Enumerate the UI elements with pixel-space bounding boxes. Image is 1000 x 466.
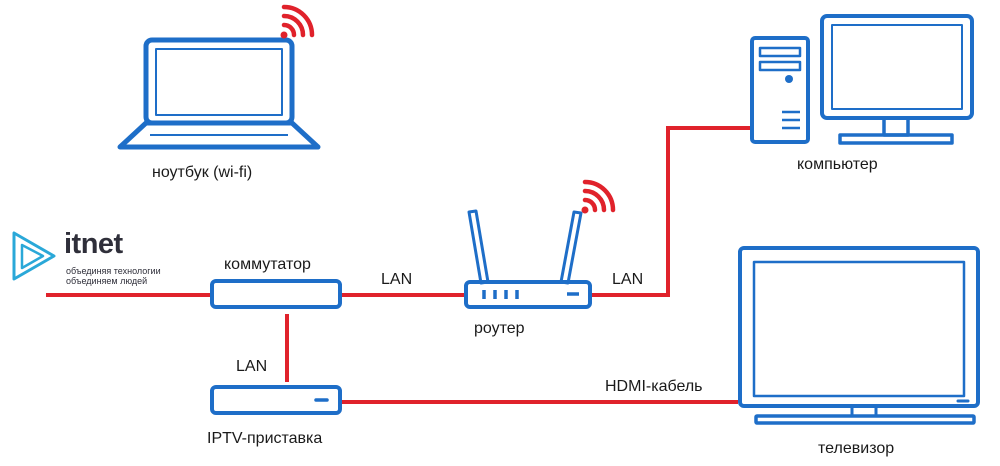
pc-monitor-inner xyxy=(831,24,963,110)
link-label-iptv-tv: HDMI-кабель xyxy=(605,378,703,395)
tv-stand xyxy=(754,414,976,425)
cables xyxy=(46,126,752,404)
laptop-base xyxy=(117,120,321,150)
logo-inner-mark xyxy=(20,243,45,270)
cable-router-computer xyxy=(592,126,752,297)
pc-monitor xyxy=(820,14,974,120)
router-label: роутер xyxy=(474,320,525,337)
itnet-logo xyxy=(12,231,56,281)
laptop-wifi-arc-2 xyxy=(281,13,306,38)
brand-name: itnet xyxy=(64,228,123,260)
switch-body xyxy=(210,279,342,309)
switch-label: коммутатор xyxy=(224,256,311,273)
laptop-wifi-dot xyxy=(280,31,288,39)
iptv-body xyxy=(210,385,342,415)
laptop-icon xyxy=(117,37,321,150)
router-wifi-dot xyxy=(581,206,589,214)
laptop-wifi-arc-3 xyxy=(281,4,315,38)
link-label-switch-iptv: LAN xyxy=(236,358,268,375)
tv-label: телевизор xyxy=(818,440,895,457)
iptv-label: IPTV-приставка xyxy=(207,430,323,447)
computer-label: компьютер xyxy=(797,156,878,173)
brand-tagline-line1: объединяя технологии xyxy=(66,266,161,276)
router-icon xyxy=(464,209,592,309)
computer-icon xyxy=(750,14,974,145)
tv-icon xyxy=(738,246,980,425)
pc-power-button xyxy=(785,75,793,83)
router-wifi-icon xyxy=(581,179,616,214)
tv-frame xyxy=(738,246,980,408)
laptop-label: ноутбук (wi-fi) xyxy=(152,164,253,181)
router-antenna-left xyxy=(467,209,490,285)
iptv-box-icon xyxy=(210,385,342,415)
router-wifi-arc-1 xyxy=(582,197,598,213)
pc-drive-2 xyxy=(758,60,802,72)
router-body xyxy=(464,280,592,309)
pc-monitor-neck xyxy=(882,116,910,137)
logo-outer-mark xyxy=(12,231,56,281)
laptop-screen-inner xyxy=(155,48,283,116)
pc-drive-1 xyxy=(758,46,802,58)
laptop-wifi-arc-1 xyxy=(281,22,297,38)
link-label-switch-router: LAN xyxy=(381,271,413,288)
pc-tower xyxy=(750,36,810,144)
router-wifi-arc-3 xyxy=(582,179,616,213)
pc-monitor-stand xyxy=(838,133,954,145)
laptop-wifi-icon xyxy=(280,4,315,39)
brand-tagline-line2: объединяем людей xyxy=(66,276,148,286)
switch-icon xyxy=(210,279,342,309)
router-antenna-right xyxy=(559,210,583,285)
router-wifi-arc-2 xyxy=(582,188,607,213)
laptop-screen xyxy=(143,37,295,126)
link-label-router-computer: LAN xyxy=(612,271,644,288)
tv-screen xyxy=(752,260,966,398)
